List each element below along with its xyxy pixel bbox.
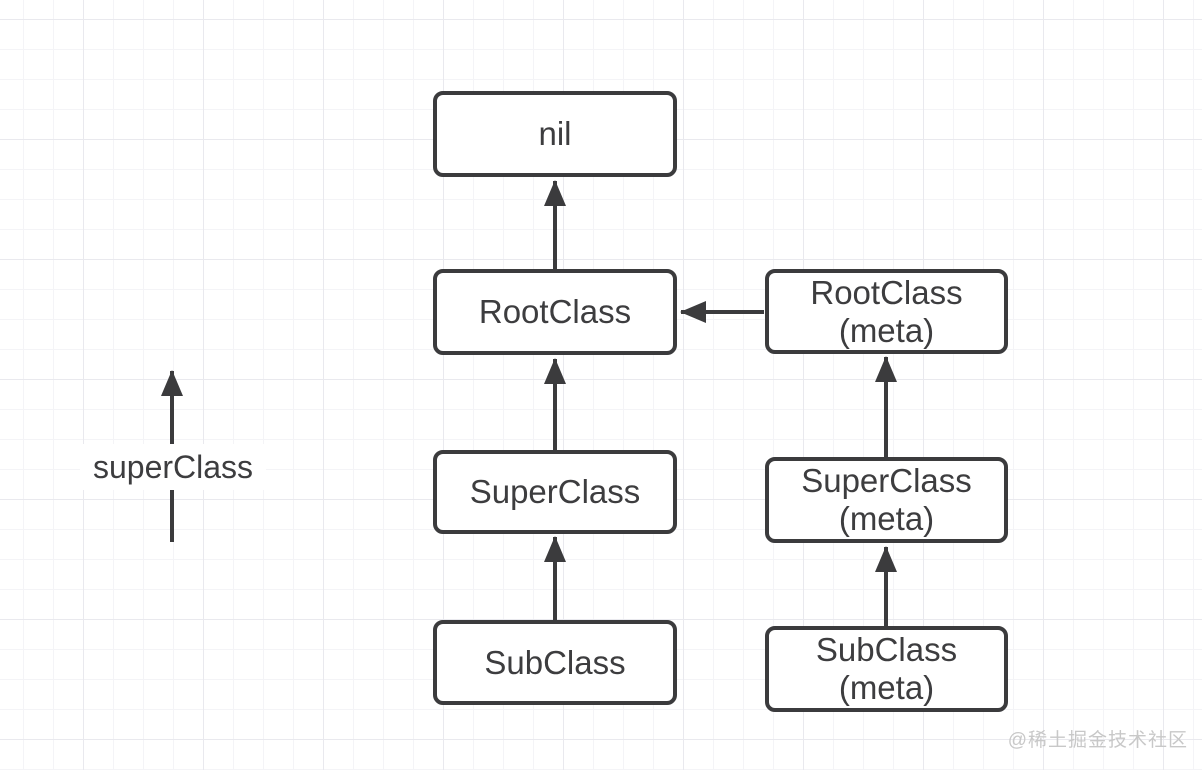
node-superclass: SuperClass: [433, 450, 677, 534]
node-rootclass-meta: RootClass (meta): [765, 269, 1008, 354]
watermark: @稀土掘金技术社区: [1007, 730, 1188, 751]
node-sublabel: (meta): [838, 669, 935, 706]
node-sublabel: (meta): [838, 311, 935, 349]
node-label: RootClass: [810, 273, 963, 311]
node-sublabel: (meta): [838, 500, 935, 537]
node-superclass-meta: SuperClass (meta): [765, 457, 1008, 543]
node-label: nil: [538, 115, 572, 152]
node-label: SuperClass: [469, 473, 641, 510]
node-subclass: SubClass: [433, 620, 677, 705]
node-subclass-meta: SubClass (meta): [765, 626, 1008, 712]
node-label: SubClass: [815, 631, 958, 668]
node-label: SubClass: [484, 643, 626, 681]
node-nil: nil: [433, 91, 677, 177]
node-label: SuperClass: [801, 462, 972, 499]
legend-superclass-label: superClass: [80, 444, 266, 490]
node-rootclass: RootClass: [433, 269, 677, 355]
node-label: RootClass: [478, 293, 632, 330]
